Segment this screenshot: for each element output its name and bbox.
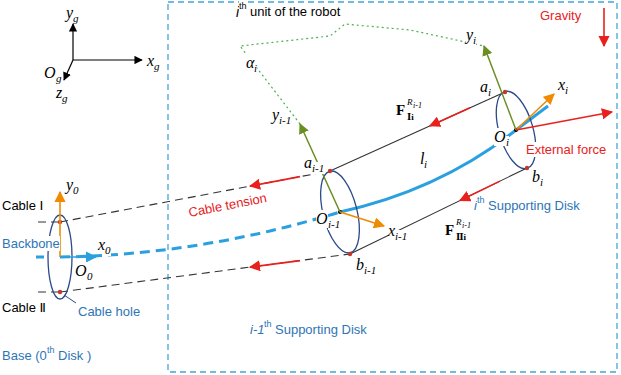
- backbone: [36, 106, 548, 257]
- part-name: Disk ): [58, 348, 91, 363]
- annotation: Cable Ⅰ: [2, 198, 43, 213]
- subscript: i-1: [328, 218, 340, 230]
- superscript: R: [407, 97, 413, 107]
- math-symbol: O: [75, 262, 87, 280]
- supporting-disk-i-1: [300, 124, 384, 257]
- forces: [250, 8, 612, 267]
- annotation: Cable Ⅱ: [2, 300, 46, 315]
- math-symbol: a: [480, 78, 488, 96]
- unit-region: [168, 2, 617, 372]
- superscript: R: [456, 217, 462, 227]
- subscript: g: [56, 72, 62, 84]
- math-symbol: b: [532, 168, 540, 186]
- math-symbol: O: [316, 210, 328, 228]
- math-symbol: a: [304, 154, 312, 172]
- subscript: 0: [105, 244, 111, 256]
- angle-construction: [240, 24, 484, 124]
- force-label: Cable tension: [187, 190, 268, 220]
- subscript: i: [506, 136, 509, 148]
- force-symbol: F: [396, 102, 405, 119]
- math-symbol: O: [494, 128, 506, 146]
- math-symbol: b: [356, 256, 364, 274]
- subscript: g: [62, 92, 68, 104]
- part-name: Cable hole: [78, 304, 140, 319]
- subscript: i-1: [364, 264, 376, 276]
- subscript: g: [154, 60, 160, 72]
- superscript: th: [477, 195, 485, 205]
- annotation: unit of the robot: [250, 4, 340, 19]
- subscript: i: [565, 84, 568, 96]
- superscript: i-1: [462, 221, 471, 230]
- subscript: i-1: [312, 162, 324, 174]
- superscript: th: [264, 319, 272, 329]
- global-frame: [64, 24, 142, 80]
- subscript: i: [424, 158, 427, 170]
- part-name: Supporting Disk: [275, 322, 367, 337]
- subscript: Ⅱi: [456, 232, 466, 242]
- force-label: Gravity: [540, 8, 581, 23]
- subscript: g: [73, 12, 79, 24]
- subscript: i: [488, 86, 491, 98]
- index-symbol: i-1: [250, 322, 264, 337]
- subscript: i: [254, 62, 257, 74]
- part-name: Base (0: [2, 348, 47, 363]
- subscript: Ⅰi: [407, 112, 414, 122]
- cables: [38, 171, 350, 292]
- superscript: th: [239, 1, 247, 11]
- subscript: 0: [87, 270, 93, 282]
- force-label: External force: [526, 142, 606, 157]
- math-symbol: O: [44, 64, 56, 82]
- subscript: i: [540, 176, 543, 188]
- subscript: i: [473, 34, 476, 46]
- force-symbol: F: [445, 222, 454, 239]
- superscript: i-1: [413, 101, 422, 110]
- superscript: th: [47, 345, 55, 355]
- subscript: i-1: [395, 230, 407, 242]
- subscript: i-1: [279, 114, 291, 126]
- subscript: 0: [73, 184, 79, 196]
- part-name: Supporting Disk: [488, 198, 580, 213]
- part-name: Backbone: [2, 236, 60, 251]
